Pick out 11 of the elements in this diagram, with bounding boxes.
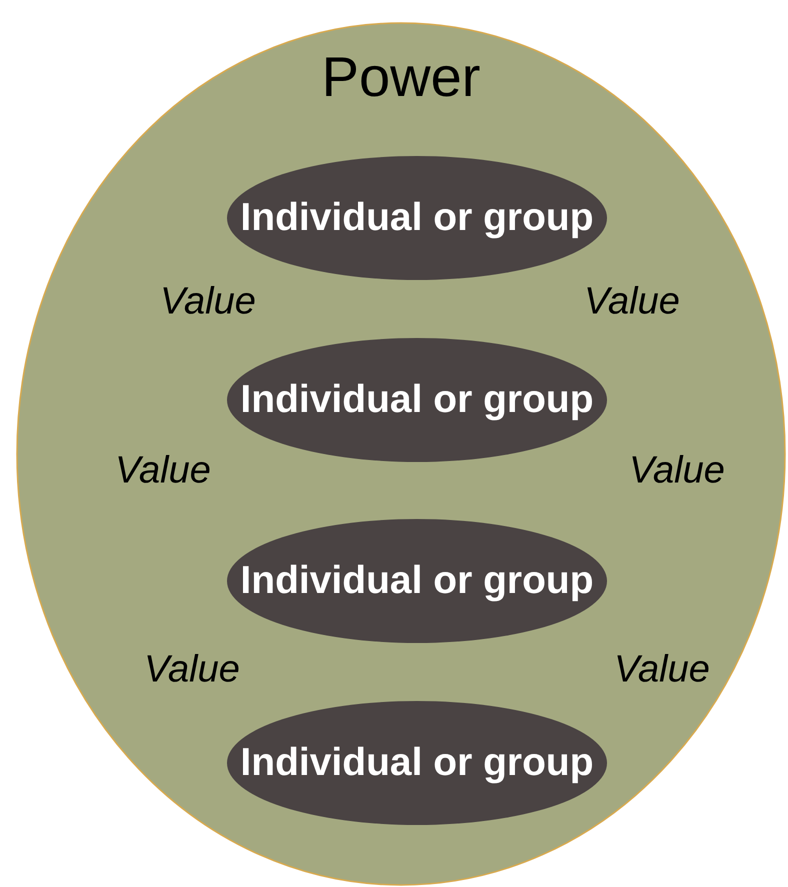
value-label: Value — [584, 280, 680, 324]
value-label: Value — [115, 450, 211, 492]
value-label: Value — [614, 648, 710, 692]
ellipse-title: Power — [320, 44, 482, 109]
ellipse-label: Individual or group — [239, 378, 595, 422]
ellipse-label: Individual or group — [239, 196, 595, 240]
value-label: Value — [144, 648, 240, 692]
value-label: Value — [160, 280, 256, 324]
ellipse-label: Individual or group — [239, 559, 595, 603]
ellipse-label: Individual or group — [239, 741, 595, 785]
value-label: Value — [629, 450, 725, 492]
